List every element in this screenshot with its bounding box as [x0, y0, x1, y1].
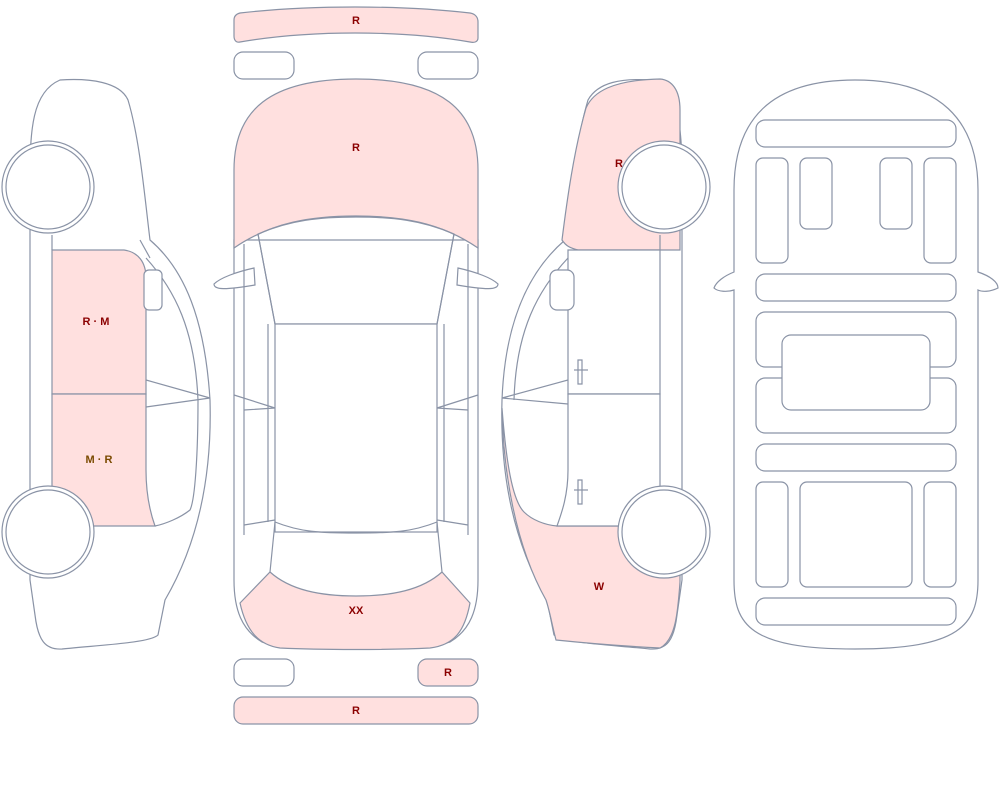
cargo-bar[interactable] [755, 597, 957, 626]
interior-view [713, 79, 999, 650]
rear-right-light[interactable] [417, 658, 479, 687]
right-rear-handle[interactable] [577, 479, 583, 505]
left-front-door-panel[interactable] [51, 249, 147, 395]
trunk-lid-panel[interactable] [239, 571, 471, 651]
roof-rear-edge [274, 521, 438, 534]
right-front-handle[interactable] [577, 359, 583, 385]
hood-code: R [352, 142, 360, 154]
left-rear-wheel-inner [5, 489, 91, 575]
front-left-light[interactable] [233, 51, 295, 80]
top-left-mirror[interactable] [213, 267, 256, 290]
rear-left-light[interactable] [233, 658, 295, 687]
right-a-pillar [436, 233, 469, 535]
right-side-view: R W [501, 78, 711, 650]
top-right-mirror[interactable] [456, 267, 499, 290]
front-right-seat-outer[interactable] [923, 157, 957, 264]
rear-bumper-code: R [352, 705, 360, 717]
right-mirror[interactable] [549, 269, 575, 311]
left-front-door-code: R · M [83, 316, 110, 328]
left-a-pillar-line [139, 239, 151, 259]
front-right-seat[interactable] [879, 157, 913, 230]
left-rear-door-code: M · R [86, 454, 113, 466]
left-a-pillar [243, 233, 276, 535]
rear-bench[interactable] [799, 481, 913, 588]
right-front-fender-code: R [615, 158, 623, 170]
right-door-lines [436, 324, 479, 526]
front-left-seat[interactable] [799, 157, 833, 230]
right-front-wheel-inner [621, 144, 707, 230]
left-rear-door-panel[interactable] [51, 393, 156, 527]
left-window-divider [145, 379, 211, 408]
hood-panel[interactable] [233, 78, 479, 250]
front-bumper-panel[interactable] [233, 6, 479, 43]
roof-panel [274, 323, 438, 533]
rear-floor-bar[interactable] [755, 443, 957, 472]
left-side-view: R · M M · R [1, 78, 211, 650]
left-door-lines [233, 324, 276, 526]
trunk-lid-code: XX [349, 605, 364, 617]
rear-right-light-code: R [444, 667, 452, 679]
rear-right-seat[interactable] [923, 481, 957, 588]
front-bumper-code: R [352, 15, 360, 27]
rear-bumper-panel[interactable] [233, 696, 479, 725]
right-rear-wheel-inner [621, 489, 707, 575]
rear-left-seat[interactable] [755, 481, 789, 588]
left-mirror[interactable] [143, 269, 163, 311]
windshield [257, 216, 455, 325]
center-console[interactable] [781, 334, 931, 411]
dashboard[interactable] [755, 119, 957, 148]
right-rear-quarter-panel[interactable] [501, 407, 681, 649]
front-floor-bar[interactable] [755, 273, 957, 302]
rear-glass-lines [269, 521, 443, 573]
front-right-light[interactable] [417, 51, 479, 80]
top-view: R R XX R R [213, 6, 499, 725]
front-left-seat-outer[interactable] [755, 157, 789, 264]
left-front-wheel-inner [5, 144, 91, 230]
right-rear-quarter-code: W [594, 581, 605, 593]
left-rear-glass-line [154, 399, 199, 527]
